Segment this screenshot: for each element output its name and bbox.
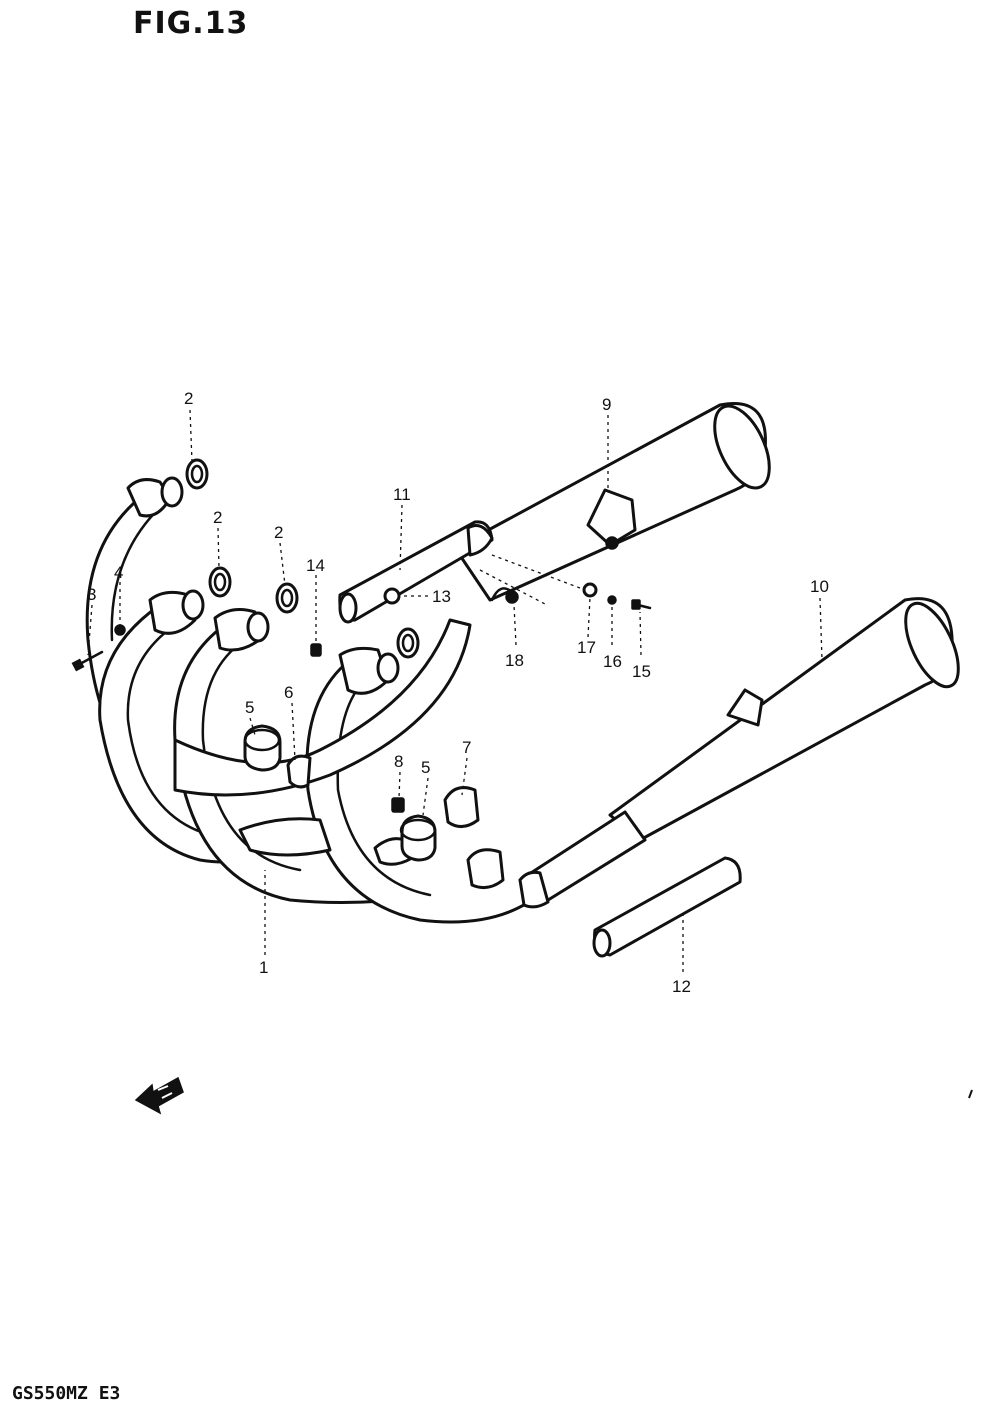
callout-2-right: 2: [274, 523, 283, 542]
front-direction-arrow-icon: [134, 1076, 184, 1115]
callout-2-mid: 2: [213, 508, 222, 527]
callout-12: 12: [672, 977, 691, 996]
crossover-pipe: [338, 520, 514, 624]
callout-18: 18: [505, 651, 524, 670]
callout-8: 8: [394, 752, 403, 771]
leader-lines: [87, 409, 823, 972]
pipe-protector: [592, 856, 742, 958]
callout-9: 9: [602, 395, 611, 414]
callout-1: 1: [259, 958, 268, 977]
callout-15: 15: [632, 662, 651, 681]
callout-14: 14: [306, 556, 325, 575]
callout-2-top: 2: [184, 389, 193, 408]
callout-16: 16: [603, 652, 622, 671]
model-code: GS550MZ E3: [12, 1383, 121, 1404]
stray-mark: [968, 1089, 973, 1099]
callout-7: 7: [462, 738, 471, 757]
callout-6: 6: [284, 683, 293, 702]
gaskets: [185, 458, 420, 659]
callout-4: 4: [114, 563, 123, 582]
figure-title: FIG.13: [133, 6, 249, 41]
callout-10: 10: [810, 577, 829, 596]
callout-3: 3: [87, 585, 96, 604]
callout-5-right: 5: [421, 758, 430, 777]
hardware: [71, 582, 652, 890]
callout-17: 17: [577, 638, 596, 657]
callout-labels: 1 2 2 2 3 4 5 5 6 7 8 9 10 11 12 13 14 1…: [87, 389, 829, 996]
upper-muffler: [453, 402, 771, 602]
callout-13: 13: [432, 587, 451, 606]
callout-11: 11: [393, 485, 411, 504]
callout-5-left: 5: [245, 698, 254, 717]
lower-muffler: [608, 597, 960, 842]
